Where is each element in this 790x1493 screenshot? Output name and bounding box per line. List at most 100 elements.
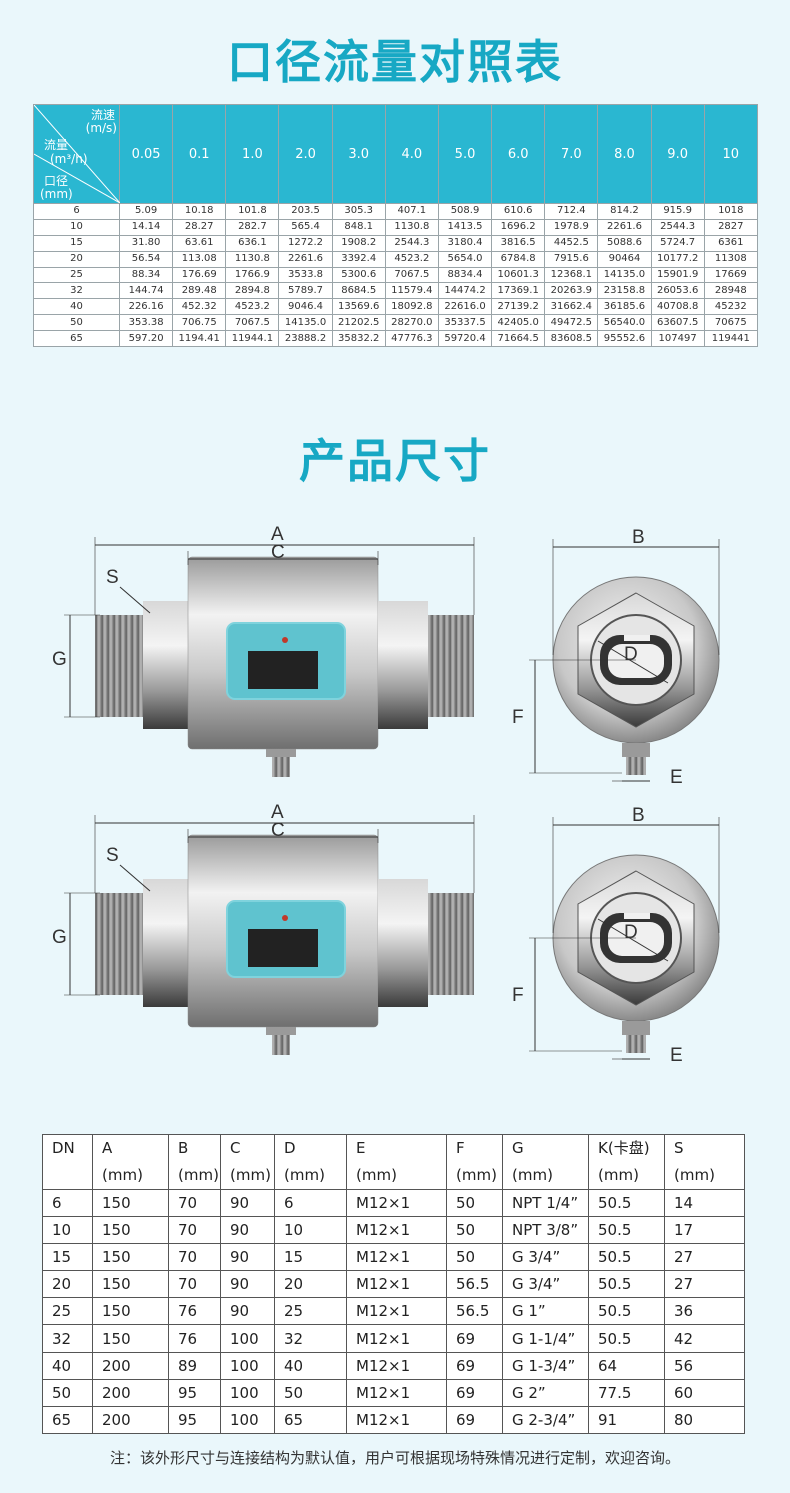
dims-header: B(mm) bbox=[168, 1134, 221, 1190]
dims-header: K(卡盘)(mm) bbox=[588, 1134, 665, 1190]
dims-cell: 150 bbox=[92, 1270, 169, 1299]
dims-cell: 64 bbox=[588, 1351, 665, 1380]
flow-value-cell: 5300.6 bbox=[331, 266, 386, 284]
flow-dn-cell: 10 bbox=[33, 218, 120, 236]
dims-cell: 56 bbox=[664, 1351, 745, 1380]
flow-value-cell: 1766.9 bbox=[225, 266, 280, 284]
dims-cell: M12×1 bbox=[346, 1243, 447, 1272]
flow-value-cell: 10177.2 bbox=[650, 250, 705, 268]
flow-value-cell: 31662.4 bbox=[544, 298, 599, 316]
dims-cell: M12×1 bbox=[346, 1405, 447, 1434]
flow-value-cell: 45232 bbox=[703, 298, 758, 316]
label-D: D bbox=[624, 644, 638, 665]
flow-dn-cell: 50 bbox=[33, 314, 120, 332]
flow-value-cell: 2894.8 bbox=[225, 282, 280, 300]
flow-value-cell: 2827 bbox=[703, 218, 758, 236]
flow-value-cell: 289.48 bbox=[172, 282, 227, 300]
dims-cell: 27 bbox=[664, 1270, 745, 1299]
dims-cell: M12×1 bbox=[346, 1351, 447, 1380]
dims-cell: 56.5 bbox=[446, 1270, 503, 1299]
dims-cell: 95 bbox=[168, 1378, 221, 1407]
flow-value-cell: 14.14 bbox=[118, 218, 174, 236]
flow-value-cell: 2544.3 bbox=[650, 218, 705, 236]
corner-dia-label: 口径 bbox=[44, 174, 69, 188]
label-A-2: A bbox=[271, 802, 284, 823]
dims-header-name: F bbox=[456, 1139, 465, 1157]
flow-value-cell: 1130.8 bbox=[225, 250, 280, 268]
flow-value-cell: 282.7 bbox=[225, 218, 280, 236]
dims-header: F(mm) bbox=[446, 1134, 503, 1190]
flow-value-cell: 15901.9 bbox=[650, 266, 705, 284]
flow-value-cell: 21202.5 bbox=[331, 314, 386, 332]
dims-cell: 17 bbox=[664, 1216, 745, 1245]
flow-value-cell: 11944.1 bbox=[225, 330, 280, 348]
dims-header-unit: (mm) bbox=[102, 1166, 143, 1184]
dims-cell: 50.5 bbox=[588, 1188, 665, 1218]
dims-cell: 89 bbox=[168, 1351, 221, 1380]
dims-cell: 69 bbox=[446, 1378, 503, 1407]
dims-header-unit: (mm) bbox=[598, 1166, 639, 1184]
flow-value-cell: 353.38 bbox=[118, 314, 174, 332]
flow-value-cell: 63607.5 bbox=[650, 314, 705, 332]
dims-header-name: S bbox=[674, 1139, 684, 1157]
label-F: F bbox=[512, 707, 524, 728]
dims-cell: 100 bbox=[220, 1378, 275, 1407]
dims-header-unit: (mm) bbox=[284, 1166, 325, 1184]
flow-speed-header: 0.1 bbox=[172, 104, 227, 204]
flow-value-cell: 28.27 bbox=[172, 218, 227, 236]
flow-value-cell: 848.1 bbox=[331, 218, 386, 236]
flow-value-cell: 11308 bbox=[703, 250, 758, 268]
corner-speed-label: 流速 bbox=[90, 108, 115, 122]
flow-value-cell: 31.80 bbox=[118, 234, 174, 252]
dims-cell: NPT 3/8” bbox=[502, 1216, 589, 1245]
dims-cell: 60 bbox=[664, 1378, 745, 1407]
dims-cell: G 1-3/4” bbox=[502, 1351, 589, 1380]
flow-value-cell: 5789.7 bbox=[278, 282, 333, 300]
dims-cell: 6 bbox=[42, 1188, 93, 1218]
flow-value-cell: 13569.6 bbox=[331, 298, 386, 316]
flow-value-cell: 508.9 bbox=[437, 203, 493, 220]
dims-cell: G 2-3/4” bbox=[502, 1405, 589, 1434]
dims-cell: 76 bbox=[168, 1297, 221, 1326]
flow-value-cell: 18092.8 bbox=[384, 298, 439, 316]
flow-speed-header: 2.0 bbox=[278, 104, 333, 204]
flow-dn-cell: 6 bbox=[33, 203, 120, 220]
dims-cell: 150 bbox=[92, 1297, 169, 1326]
dims-header-name: G bbox=[512, 1139, 524, 1157]
label-C-2: C bbox=[271, 820, 285, 841]
flow-value-cell: 814.2 bbox=[597, 203, 652, 220]
flow-speed-header: 9.0 bbox=[650, 104, 705, 204]
dims-cell: M12×1 bbox=[346, 1378, 447, 1407]
dims-cell: G 1-1/4” bbox=[502, 1324, 589, 1353]
dims-cell: G 1” bbox=[502, 1297, 589, 1326]
flow-value-cell: 8684.5 bbox=[331, 282, 386, 300]
flow-value-cell: 35337.5 bbox=[437, 314, 493, 332]
flow-value-cell: 90464 bbox=[597, 250, 652, 268]
flow-value-cell: 610.6 bbox=[491, 203, 546, 220]
dims-cell: 91 bbox=[588, 1405, 665, 1434]
flow-value-cell: 6361 bbox=[703, 234, 758, 252]
corner-speed-unit: (m/s) bbox=[85, 121, 117, 135]
label-F-2: F bbox=[512, 985, 524, 1006]
flow-value-cell: 2544.3 bbox=[384, 234, 439, 252]
dims-cell: G 3/4” bbox=[502, 1243, 589, 1272]
flow-value-cell: 3533.8 bbox=[278, 266, 333, 284]
flow-value-cell: 10.18 bbox=[172, 203, 227, 220]
flow-value-cell: 915.9 bbox=[650, 203, 705, 220]
dims-header-unit: (mm) bbox=[178, 1166, 219, 1184]
flow-dn-cell: 40 bbox=[33, 298, 120, 316]
flow-value-cell: 14474.2 bbox=[437, 282, 493, 300]
flow-value-cell: 26053.6 bbox=[650, 282, 705, 300]
flow-value-cell: 597.20 bbox=[118, 330, 174, 348]
flow-value-cell: 28948 bbox=[703, 282, 758, 300]
flow-value-cell: 14135.0 bbox=[597, 266, 652, 284]
dims-cell: G 2” bbox=[502, 1378, 589, 1407]
flow-value-cell: 17669 bbox=[703, 266, 758, 284]
flow-value-cell: 1978.9 bbox=[544, 218, 599, 236]
